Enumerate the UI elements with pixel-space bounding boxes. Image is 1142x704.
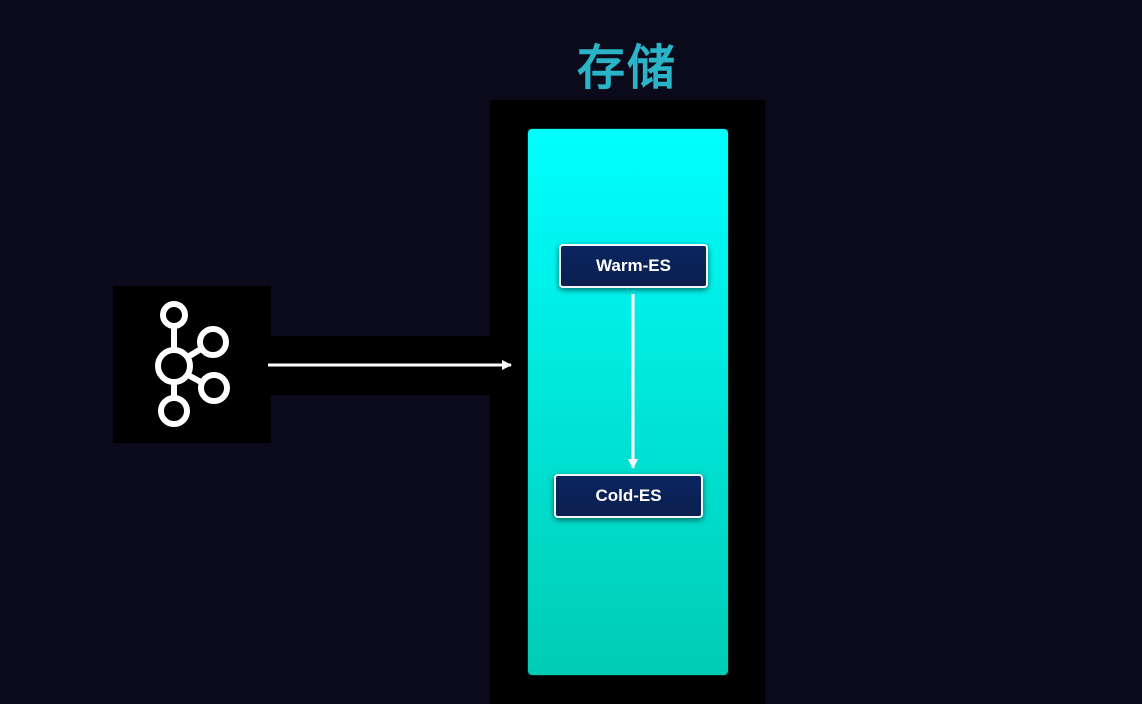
storage-title: 存储	[576, 40, 677, 96]
cold-es-node[interactable]: Cold-ES	[554, 474, 703, 518]
warm-es-node[interactable]: Warm-ES	[559, 244, 708, 288]
kafka-icon	[155, 301, 230, 427]
cold-es-label: Cold-ES	[595, 486, 662, 505]
connector-band	[271, 336, 490, 395]
storage-panel	[528, 129, 728, 675]
warm-es-label: Warm-ES	[596, 256, 671, 275]
kafka-source-box	[113, 286, 271, 443]
